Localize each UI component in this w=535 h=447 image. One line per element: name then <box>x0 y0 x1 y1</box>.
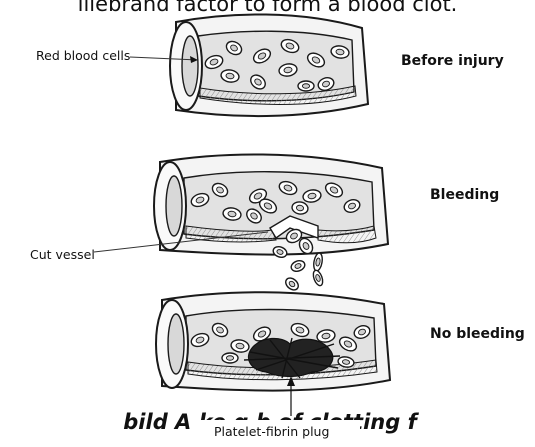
vessel-before-injury <box>170 14 368 116</box>
red-blood-cell <box>283 276 300 293</box>
red-blood-cell <box>298 81 314 91</box>
label-red-blood-cells: Red blood cells <box>36 48 130 63</box>
red-blood-cell <box>312 252 323 271</box>
label-platelet-fibrin-plug: Platelet-fibrin plug <box>214 424 329 439</box>
label-cut-vessel: Cut vessel <box>30 247 95 262</box>
red-blood-cell <box>290 259 307 273</box>
stage-no-bleeding: No bleeding <box>430 326 525 342</box>
red-blood-cell <box>312 269 325 287</box>
stage-bleeding: Bleeding <box>430 187 499 203</box>
red-blood-cell <box>222 353 238 363</box>
caption-top: illebrand factor to form a blood clot. <box>0 0 535 16</box>
stage-before-injury: Before injury <box>401 53 504 69</box>
